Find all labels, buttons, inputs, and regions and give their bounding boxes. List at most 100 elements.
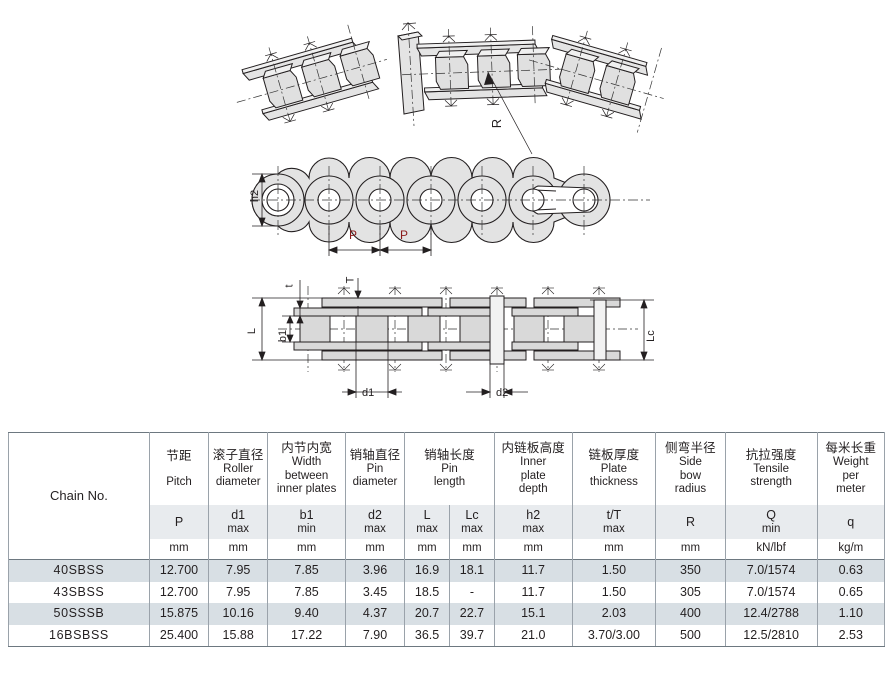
unit-b1: mm xyxy=(267,539,346,560)
cell-tT: 3.70/3.00 xyxy=(571,624,657,647)
cell-d1: 7.95 xyxy=(208,559,269,582)
cell-h2: 21.0 xyxy=(493,624,573,647)
header-tensile-en-2: strength xyxy=(750,476,792,489)
cell-q: 2.53 xyxy=(816,624,886,647)
unit-R: mm xyxy=(655,539,726,560)
cell-chain-no: 40SBSS xyxy=(8,559,150,582)
cell-L: 18.5 xyxy=(404,581,451,603)
cell-Lc: - xyxy=(449,581,495,603)
header-plate-thickness-en-1: Plate xyxy=(600,462,627,475)
L-dimension xyxy=(252,296,328,362)
symbol-d2: d2 max xyxy=(344,505,406,539)
T-dimension xyxy=(354,278,362,316)
d2-dimension xyxy=(466,364,528,398)
qualifier-b1: min xyxy=(297,522,316,535)
qualifier-Q: min xyxy=(761,522,781,535)
header-pitch: 节距 Pitch xyxy=(148,432,210,505)
pitch-dimensions xyxy=(327,226,433,256)
header-pitch-cn: 节距 xyxy=(166,448,192,463)
header-tensile-en-1: Tensile xyxy=(753,462,790,475)
header-side-bow-en-3: radius xyxy=(674,483,707,496)
header-inner-plate-depth-en-2: plate xyxy=(520,469,546,482)
header-weight-en-3: meter xyxy=(836,483,866,496)
qualifier-Lc: max xyxy=(461,522,483,535)
symbol-Lc-text: Lc xyxy=(465,507,479,522)
symbol-b1: b1 min xyxy=(267,505,346,539)
header-inner-plate-depth: 内链板高度 Inner plate depth xyxy=(493,432,573,505)
cell-Q: 7.0/1574 xyxy=(724,581,818,603)
h2-dimension xyxy=(252,172,278,228)
cell-b1: 9.40 xyxy=(267,603,346,625)
unit-tT: mm xyxy=(571,539,657,560)
header-weight-en-1: Weight xyxy=(832,456,869,469)
header-pin-diameter-en-2: diameter xyxy=(352,476,398,489)
unit-q: kg/m xyxy=(816,539,886,560)
cell-Lc: 39.7 xyxy=(449,624,495,647)
header-weight-per-meter: 每米长重 Weight per meter xyxy=(816,432,886,505)
header-roller-diameter: 滚子直径 Roller diameter xyxy=(208,432,269,505)
pitch-label-1: P xyxy=(349,228,358,242)
d1-label: d1 xyxy=(362,387,375,399)
cell-q: 0.65 xyxy=(816,581,886,603)
symbol-q-text: q xyxy=(847,514,855,529)
unit-L: mm xyxy=(404,539,451,560)
specification-table-container: Chain No. 节距 Pitch 滚子直径 Roller diameter … xyxy=(8,432,886,647)
b1-label: b1 xyxy=(277,329,290,343)
cell-R: 305 xyxy=(655,581,726,603)
header-width-cn: 内节内宽 xyxy=(281,441,332,456)
cell-b1: 7.85 xyxy=(267,559,346,582)
unit-P: mm xyxy=(148,539,210,560)
table-row[interactable]: 16BSBSS 25.400 15.88 17.22 7.90 36.5 39.… xyxy=(8,624,886,647)
header-chain-no: Chain No. xyxy=(8,432,150,560)
cell-R: 350 xyxy=(655,559,726,582)
symbol-L: L max xyxy=(404,505,451,539)
header-width-en-2: between xyxy=(284,469,329,482)
cell-q: 0.63 xyxy=(816,559,886,582)
symbol-q: q xyxy=(816,505,886,539)
symbol-b1-text: b1 xyxy=(299,507,314,522)
cell-tT: 2.03 xyxy=(571,603,657,625)
header-pin-diameter: 销轴直径 Pin diameter xyxy=(344,432,406,505)
qualifier-tT: max xyxy=(603,522,625,535)
cell-h2: 11.7 xyxy=(493,581,573,603)
header-roller-diameter-en-2: diameter xyxy=(215,476,261,489)
cell-Q: 12.4/2788 xyxy=(724,603,818,625)
Lc-dimension xyxy=(590,298,654,362)
t-label: t xyxy=(283,284,296,288)
unit-Q: kN/lbf xyxy=(724,539,818,560)
cell-d1: 10.16 xyxy=(208,603,269,625)
header-tensile-cn: 抗拉强度 xyxy=(745,448,797,463)
header-pin-length-en-1: Pin xyxy=(441,462,458,475)
symbol-h2-text: h2 xyxy=(526,507,541,522)
table-row[interactable]: 40SBSS 12.700 7.95 7.85 3.96 16.9 18.1 1… xyxy=(8,559,886,582)
cell-L: 20.7 xyxy=(404,603,451,625)
table-header-symbols: P d1 max b1 min d2 max L max Lc max h2 m… xyxy=(9,505,886,539)
header-side-bow-en-1: Side xyxy=(678,456,702,469)
table-header-main: Chain No. 节距 Pitch 滚子直径 Roller diameter … xyxy=(8,432,886,560)
header-width-en-3: inner plates xyxy=(276,483,337,496)
t-dimension xyxy=(296,280,304,324)
header-plate-thickness-cn: 链板厚度 xyxy=(588,448,640,463)
cell-Lc: 18.1 xyxy=(449,559,495,582)
symbol-R-text: R xyxy=(685,514,695,529)
pitch-label-2: P xyxy=(400,228,409,242)
cell-L: 16.9 xyxy=(404,559,451,582)
chain-specification-table: Chain No. 节距 Pitch 滚子直径 Roller diameter … xyxy=(8,432,886,647)
qualifier-d2: max xyxy=(364,522,386,535)
d2-label: d2 xyxy=(496,387,509,399)
cell-tT: 1.50 xyxy=(571,559,657,582)
table-row[interactable]: 50SSSB 15.875 10.16 9.40 4.37 20.7 22.7 … xyxy=(8,603,886,625)
cell-d2: 3.45 xyxy=(344,581,406,603)
symbol-P-text: P xyxy=(174,514,184,529)
symbol-d2-text: d2 xyxy=(368,507,382,522)
table-row[interactable]: 43SBSS 12.700 7.95 7.85 3.45 18.5 - 11.7… xyxy=(8,581,886,603)
unit-h2: mm xyxy=(493,539,573,560)
header-roller-diameter-cn: 滚子直径 xyxy=(212,448,264,463)
header-inner-plate-depth-en-1: Inner xyxy=(520,456,547,469)
L-label: L xyxy=(246,327,259,335)
cell-Q: 12.5/2810 xyxy=(724,624,818,647)
cell-R: 400 xyxy=(655,603,726,625)
cell-d2: 4.37 xyxy=(344,603,406,625)
header-side-bow-cn: 侧弯半径 xyxy=(665,441,716,456)
cell-R: 500 xyxy=(655,624,726,647)
